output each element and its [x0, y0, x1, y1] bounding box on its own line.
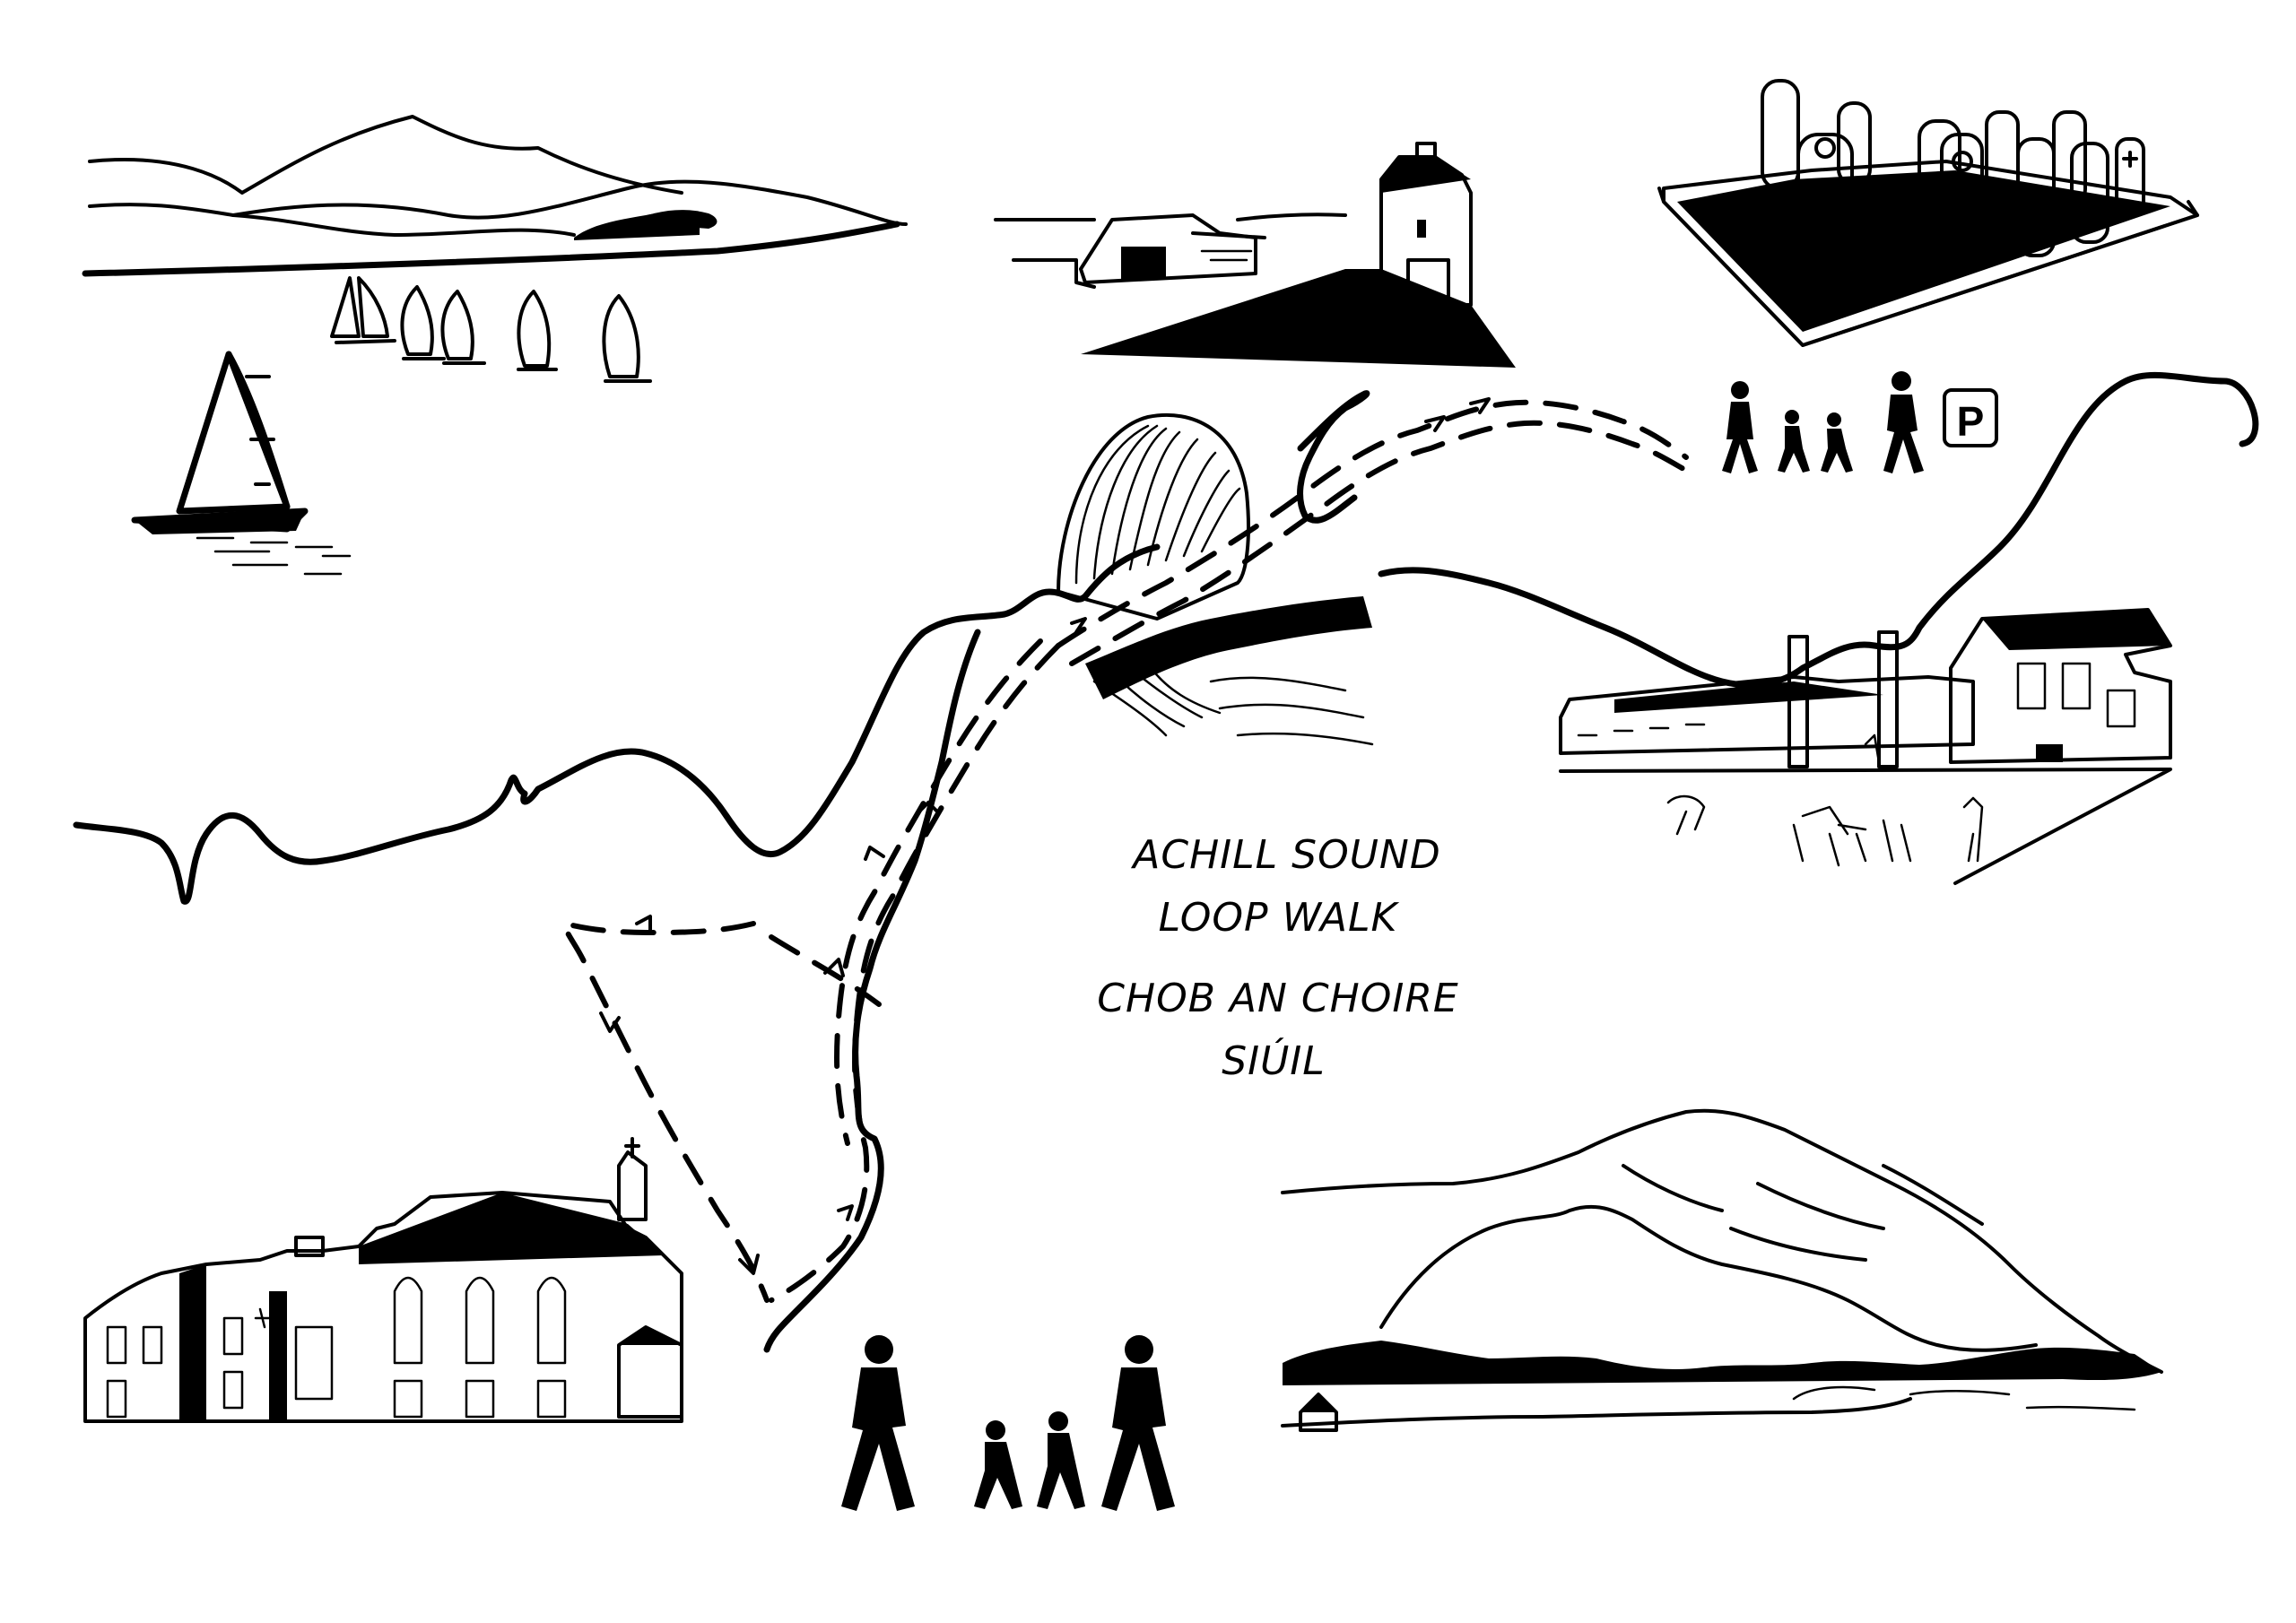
sailboat-icon	[400, 285, 446, 360]
church-street-sketch	[83, 1137, 683, 1423]
walker-icon	[1883, 371, 1924, 473]
walking-route-north-east-return	[1069, 420, 1698, 666]
title-line-1: ACHILL SOUND	[1130, 832, 1440, 878]
title-line-4: SIÚIL	[1222, 1037, 1326, 1084]
walker-icon	[1821, 412, 1853, 473]
graveyard-sketch	[1657, 79, 2199, 347]
sailboat-icon	[330, 276, 396, 344]
walker-icon	[1101, 1335, 1175, 1511]
walker-icon	[1722, 381, 1758, 473]
walker-icon	[974, 1420, 1022, 1509]
walking-route-north-east	[1056, 399, 1689, 648]
map-title: ACHILL SOUND LOOP WALK CHOB AN CHOIRE SI…	[1097, 832, 1458, 1084]
route-arrows	[599, 397, 1491, 1275]
title-line-2: LOOP WALK	[1159, 895, 1400, 941]
parking-sign-letter: P	[1957, 398, 1985, 445]
mountain-sketch	[1281, 1108, 2163, 1432]
station-and-house-sketch	[994, 142, 1516, 368]
walker-group-bottom	[841, 1335, 1175, 1511]
walking-route-loop	[561, 920, 770, 1303]
bay-with-sailboats-sketch	[82, 115, 908, 277]
sailboat-flotilla	[131, 276, 652, 576]
bridge-icon	[1057, 412, 1374, 746]
coastline-east	[1378, 371, 2259, 689]
large-sailboat-icon	[131, 351, 309, 534]
walker-group-top	[1722, 371, 1924, 473]
sailboat-icon	[517, 290, 558, 371]
town-square-sketch	[1559, 608, 2172, 885]
walker-icon	[1037, 1411, 1085, 1509]
walker-icon	[1778, 410, 1810, 473]
walking-route-loop-inner	[769, 934, 882, 1007]
walking-route-south-return	[834, 638, 1043, 1146]
walker-icon	[841, 1335, 915, 1511]
coastline-south	[763, 629, 981, 1353]
coastline-west	[73, 543, 1161, 905]
parking-sign-icon: P	[1943, 388, 1998, 447]
title-line-3: CHOB AN CHOIRE	[1097, 976, 1458, 1021]
walking-route-south	[769, 643, 1061, 1303]
sailboat-icon	[440, 290, 486, 365]
sailboat-icon	[602, 294, 652, 383]
